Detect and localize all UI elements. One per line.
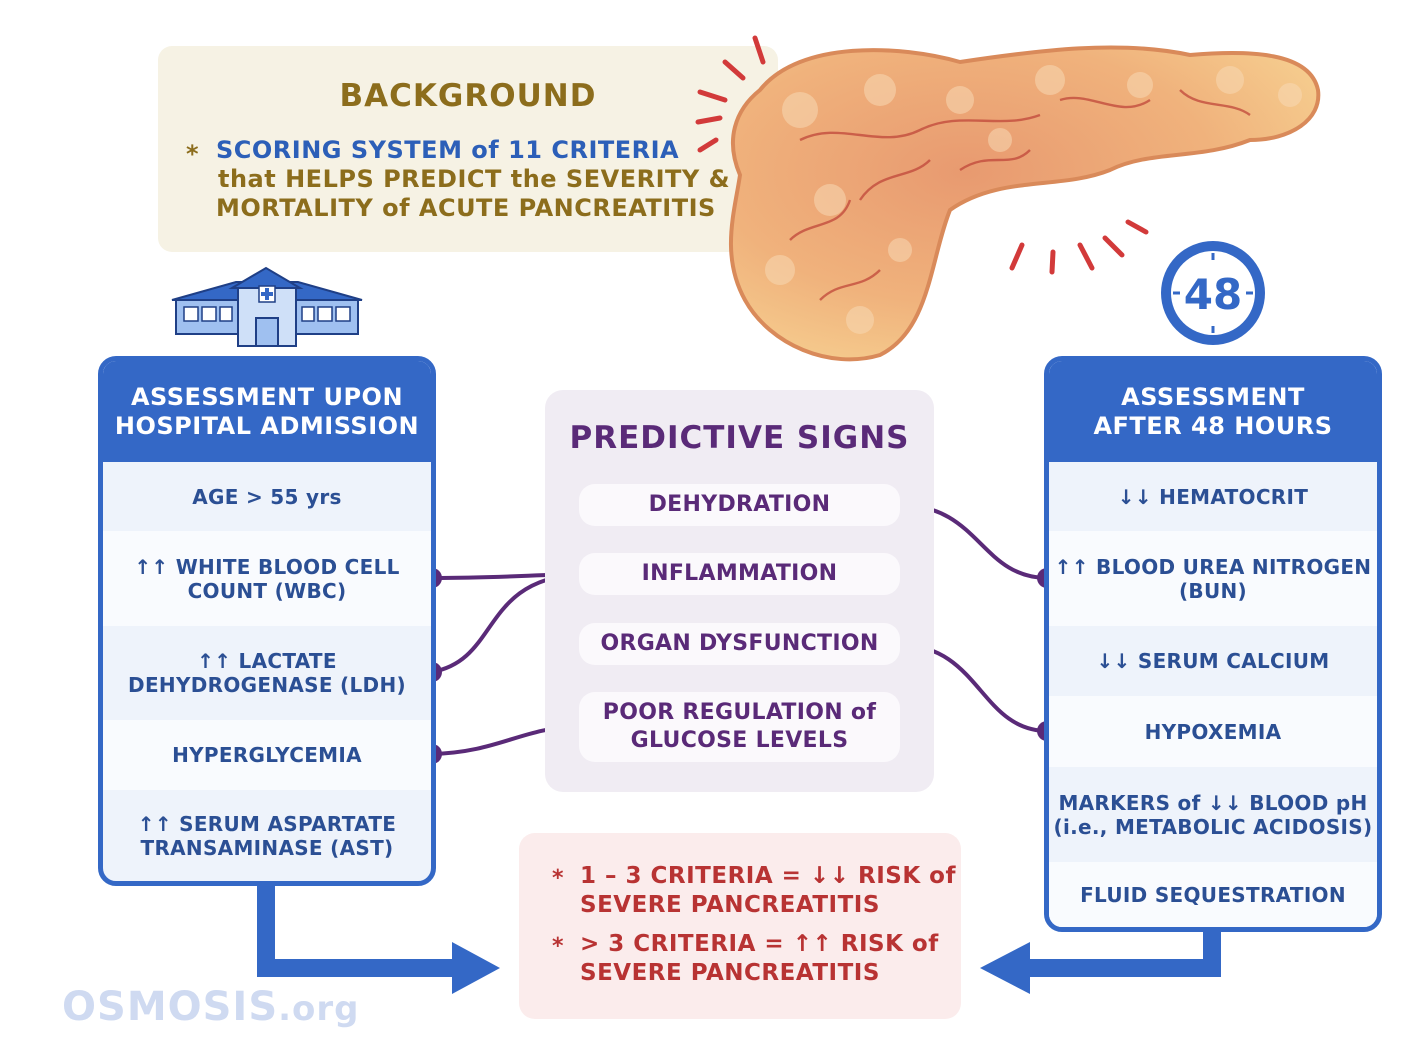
background-title: BACKGROUND [339, 78, 597, 114]
after48-row-calcium: ↓↓ SERUM CALCIUM [1096, 649, 1330, 673]
background-line-2: that HELPS PREDICT the SEVERITY & [218, 165, 731, 193]
background-panel [158, 46, 778, 252]
after48-row-fluid: FLUID SEQUESTRATION [1049, 862, 1377, 927]
risk-summary-panel [519, 833, 961, 1019]
sign-dehydration: DEHYDRATION [579, 484, 900, 526]
after48-row-hematocrit: ↓↓ HEMATOCRIT [1117, 484, 1309, 509]
background-line-1: SCORING SYSTEM of 11 CRITERIA [216, 136, 680, 164]
hospital-icon [171, 266, 363, 347]
pancreas-illustration [728, 45, 1321, 362]
arrow-left-to-risk [257, 880, 500, 994]
risk-bullet-1: * [552, 866, 564, 891]
predictive-signs-title: PREDICTIVE SIGNS [569, 420, 910, 456]
sign-glucose-regulation: POOR REGULATION of GLUCOSE LEVELS [579, 692, 900, 762]
after48-row-bun: ↑↑ BLOOD UREA NITROGEN (BUN) [1049, 531, 1377, 626]
admission-row-ast: ↑↑ SERUM ASPARTATE TRANSAMINASE (AST) [137, 811, 397, 860]
admission-row-age: AGE > 55 yrs [192, 484, 342, 509]
logo-suffix: .org [278, 989, 360, 1029]
pain-lines [695, 35, 1149, 275]
risk-item-1-line-2: SEVERE PANCREATITIS [580, 892, 880, 918]
bullet-asterisk: * [186, 140, 199, 168]
after-48-hours-panel: ASSESSMENT AFTER 48 HOURS ↓↓ HEMATOCRIT … [1044, 356, 1382, 932]
admission-row-ldh: ↑↑ LACTATE DEHYDROGENASE (LDH) [128, 649, 406, 697]
after48-panel-header: ASSESSMENT AFTER 48 HOURS [1049, 361, 1377, 462]
after48-row-hypoxemia: HYPOXEMIA [1049, 696, 1377, 767]
risk-item-1-line-1: 1 – 3 CRITERIA = ↓↓ RISK of [580, 863, 956, 889]
sign-organ-dysfunction: ORGAN DYSFUNCTION [579, 623, 900, 665]
timer-label: 48 [1184, 270, 1242, 319]
admission-row-wbc: ↑↑ WHITE BLOOD CELL COUNT (WBC) [103, 531, 431, 626]
risk-item-2-line-1: > 3 CRITERIA = ↑↑ RISK of [580, 931, 939, 957]
logo-name: OSMOSIS [62, 984, 279, 1030]
background-line-3: MORTALITY of ACUTE PANCREATITIS [216, 194, 716, 222]
risk-bullet-2: * [552, 934, 564, 959]
sign-inflammation: INFLAMMATION [579, 553, 900, 595]
admission-row-hyperglycemia: HYPERGLYCEMIA [103, 720, 431, 790]
after48-row-blood-ph: MARKERS of ↓↓ BLOOD pH (i.e., METABOLIC … [1053, 790, 1373, 839]
timer-48-icon: 48 [1161, 241, 1265, 345]
risk-item-2-line-2: SEVERE PANCREATITIS [580, 960, 880, 986]
admission-panel-header: ASSESSMENT UPON HOSPITAL ADMISSION [103, 361, 431, 462]
admission-assessment-panel: ASSESSMENT UPON HOSPITAL ADMISSION AGE >… [98, 356, 436, 886]
osmosis-logo: OSMOSIS.org [62, 984, 360, 1030]
arrow-right-to-risk [980, 926, 1221, 994]
